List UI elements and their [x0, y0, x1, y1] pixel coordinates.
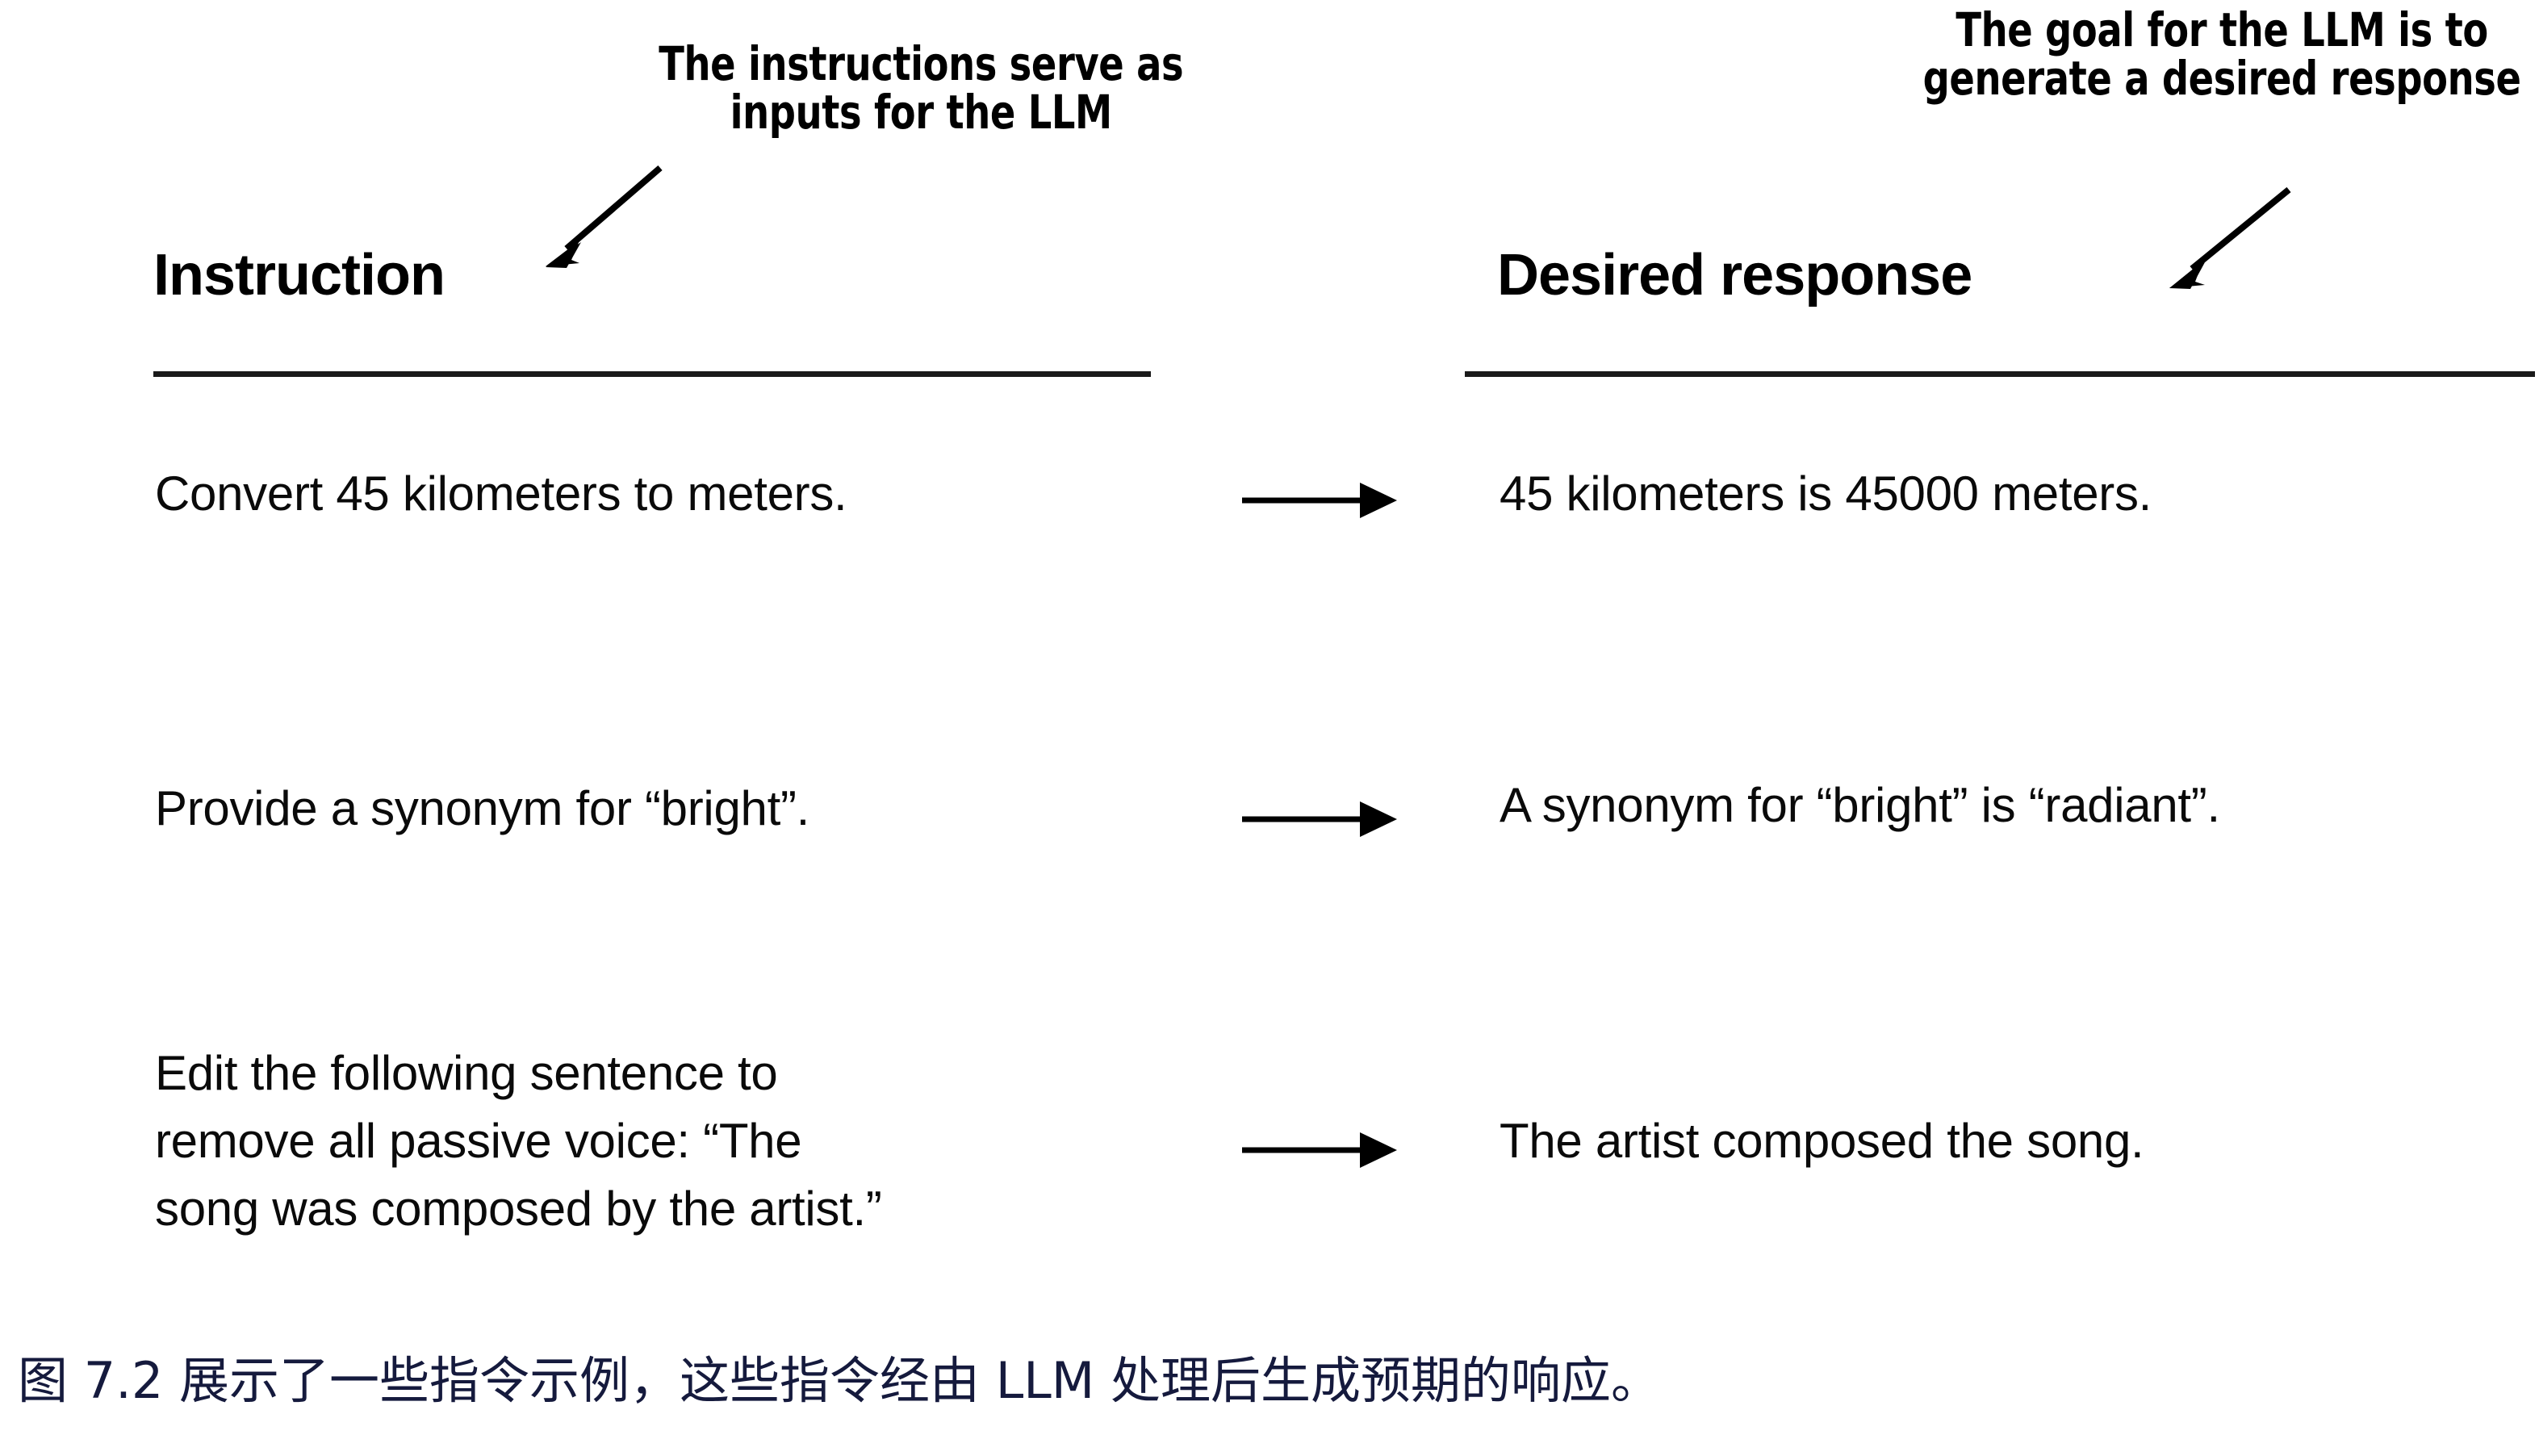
response-cell: 45 kilometers is 45000 meters.: [1500, 467, 2152, 521]
annotation-line: inputs for the LLM: [730, 84, 1113, 140]
annotation-line: The instructions serve as: [659, 36, 1184, 91]
column-header-desired-response: Desired response: [1497, 243, 1972, 308]
header-divider-right: [1465, 371, 2535, 377]
annotation-instructions-note: The instructions serve as inputs for the…: [659, 40, 1183, 136]
instruction-cell: Provide a synonym for “bright”.: [155, 781, 810, 835]
instruction-cell: Convert 45 kilometers to meters.: [155, 467, 847, 521]
response-cell: The artist composed the song.: [1500, 1114, 2144, 1168]
arrow-right-icon: [1242, 483, 1397, 518]
arrow-down-left-icon: [2169, 186, 2291, 289]
annotation-line: The goal for the LLM is to: [1955, 2, 2488, 57]
column-header-instruction: Instruction: [153, 243, 445, 308]
annotation-goal-note: The goal for the LLM is to generate a de…: [1923, 6, 2521, 103]
arrow-right-icon: [1242, 801, 1397, 837]
header-divider-left: [153, 371, 1151, 377]
instruction-cell: Edit the following sentence to remove al…: [155, 1046, 882, 1236]
annotation-line: generate a desired response: [1922, 50, 2521, 106]
response-cell: A synonym for “bright” is “radiant”.: [1500, 778, 2220, 832]
figure-caption: 图 7.2 展示了一些指令示例，这些指令经由 LLM 处理后生成预期的响应。: [18, 1351, 1662, 1410]
arrow-down-left-icon: [546, 165, 663, 268]
arrow-right-icon: [1242, 1132, 1397, 1168]
